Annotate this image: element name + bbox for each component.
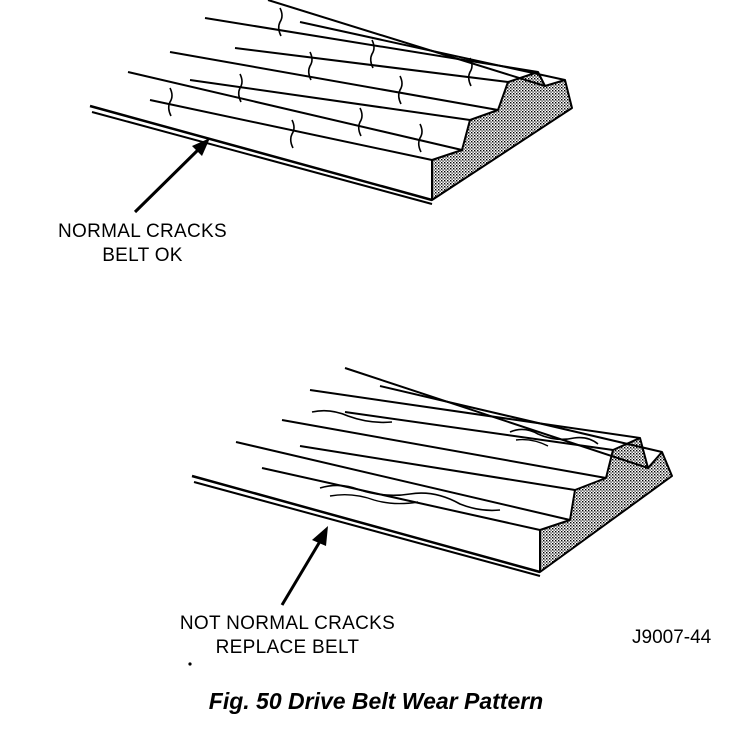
arrow-normal-cracks bbox=[133, 138, 210, 214]
figure-caption: Fig. 50 Drive Belt Wear Pattern bbox=[208, 688, 544, 714]
label-not-normal-cracks-line2: REPLACE BELT bbox=[215, 637, 360, 658]
label-normal-cracks: NORMAL CRACKS BELT OK bbox=[40, 220, 245, 268]
label-normal-cracks-line2: BELT OK bbox=[102, 245, 183, 266]
label-not-normal-cracks: NOT NORMAL CRACKS REPLACE BELT bbox=[155, 612, 420, 660]
label-not-normal-cracks-line1: NOT NORMAL CRACKS bbox=[179, 613, 396, 634]
figure-id: J9007-44 bbox=[632, 627, 712, 648]
belt-normal-cracks bbox=[89, 0, 573, 205]
arrow-not-normal-cracks bbox=[280, 526, 328, 606]
label-normal-cracks-line1: NORMAL CRACKS bbox=[58, 221, 227, 242]
belt-not-normal-cracks bbox=[191, 367, 673, 577]
stray-dot bbox=[188, 662, 192, 666]
